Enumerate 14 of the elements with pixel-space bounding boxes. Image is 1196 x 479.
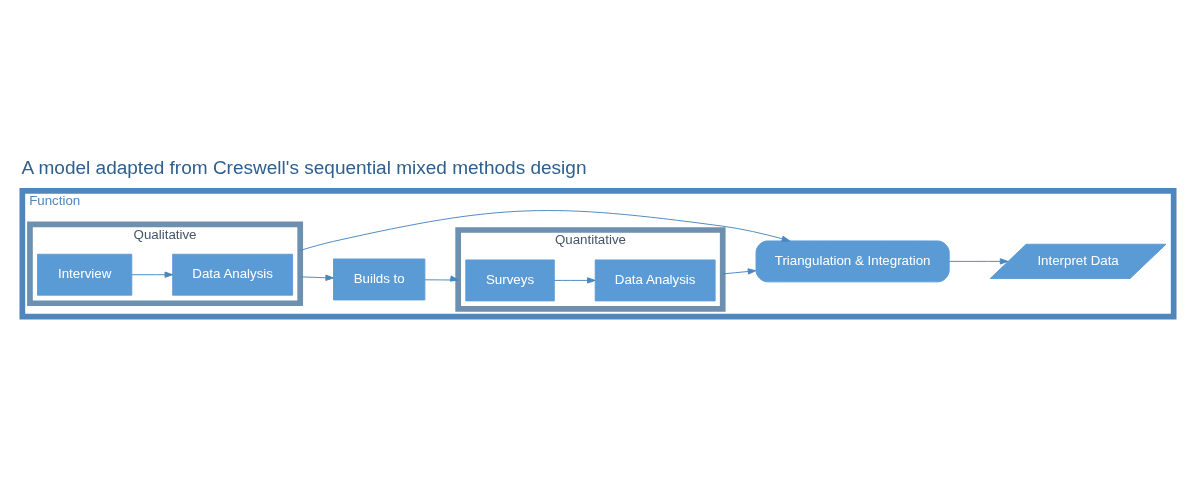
diagram-title: A model adapted from Creswell's sequential mixed methods design <box>21 156 587 178</box>
arrow <box>948 258 1009 265</box>
node-box: Surveys <box>465 259 555 302</box>
arrow <box>424 275 459 282</box>
node-box: Builds to <box>333 258 426 301</box>
arrow <box>722 268 757 275</box>
node-box: Triangulation & Integration <box>755 240 950 283</box>
arrow <box>131 271 174 278</box>
node-box: Data Analysis <box>172 253 294 296</box>
arrow <box>299 210 791 251</box>
arrow <box>553 277 596 284</box>
arrow <box>299 274 334 281</box>
node-box: Data Analysis <box>594 259 716 302</box>
node-box: Interview <box>37 253 133 296</box>
